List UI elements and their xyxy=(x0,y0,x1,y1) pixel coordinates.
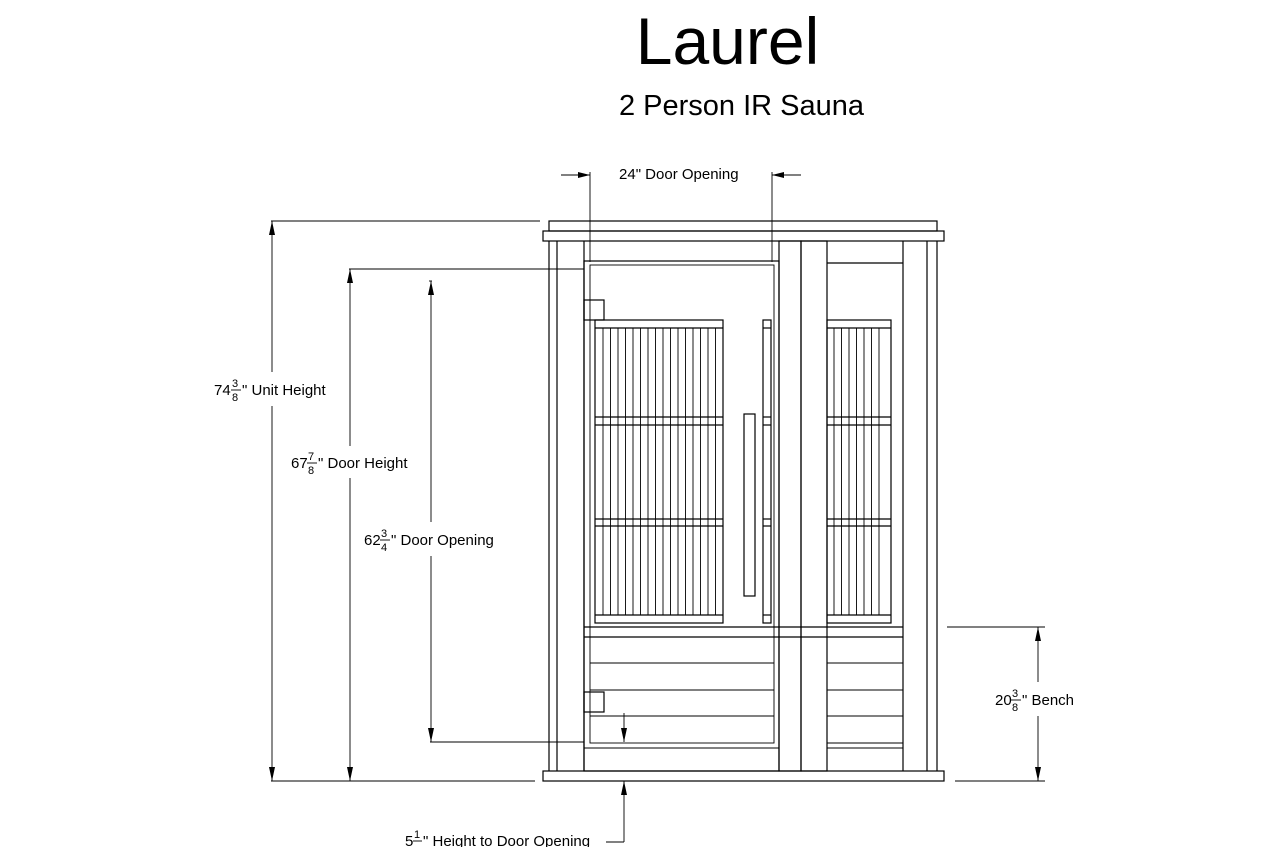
height-to-door-whole: 5 xyxy=(405,833,413,847)
unit-height-whole: 74 xyxy=(214,382,231,399)
unit-height-label: " Unit Height xyxy=(242,382,327,399)
drawing-title: Laurel xyxy=(635,4,820,78)
door-height-den: 8 xyxy=(308,465,314,477)
height-to-door-label: " Height to Door Opening xyxy=(423,833,590,847)
door-opening-whole: 62 xyxy=(364,532,381,549)
svg-text:24" Door Opening: 24" Door Opening xyxy=(619,166,739,183)
door-width-label: " Door Opening xyxy=(636,166,739,183)
roof-cap xyxy=(542,230,945,242)
unit-height-num: 3 xyxy=(232,378,238,390)
upper-hinge xyxy=(583,299,605,321)
door-opening-num: 3 xyxy=(381,528,387,540)
door-handle xyxy=(743,413,756,597)
center-post xyxy=(778,240,802,772)
sauna-unit xyxy=(542,220,945,782)
door xyxy=(583,260,780,772)
height-to-door-num: 1 xyxy=(414,829,420,841)
door-opening-label: " Door Opening xyxy=(391,532,494,549)
svg-text:74: 74 xyxy=(214,382,231,399)
dim-unit-height: 74 3 8 " Unit Height xyxy=(214,220,540,782)
dim-door-height: 67 7 8 " Door Height xyxy=(291,268,584,781)
door-height-label: " Door Height xyxy=(318,455,408,472)
dim-bench-height: 20 3 8 " Bench xyxy=(947,626,1074,782)
side-window xyxy=(826,262,903,624)
door-height-num: 7 xyxy=(308,451,314,463)
lower-hinge xyxy=(583,691,605,713)
door-width-value: 24 xyxy=(619,166,636,183)
side-heater-strip xyxy=(762,319,772,624)
base-plinth xyxy=(542,770,945,782)
dim-height-to-door: 5 1 " Height to Door Opening xyxy=(405,713,627,847)
bench-label: " Bench xyxy=(1022,692,1074,709)
roof-cap-top xyxy=(548,220,938,232)
door-height-whole: 67 xyxy=(291,455,308,472)
bench-den: 8 xyxy=(1012,702,1018,714)
dim-door-opening-height: 62 3 4 " Door Opening xyxy=(364,280,584,743)
door-glass-slats xyxy=(594,319,724,624)
center-post-trim xyxy=(800,240,828,772)
bench-num: 3 xyxy=(1012,688,1018,700)
door-opening-den: 4 xyxy=(381,542,387,554)
bench xyxy=(584,626,903,749)
drawing-subtitle: 2 Person IR Sauna xyxy=(618,90,865,122)
unit-height-den: 8 xyxy=(232,392,238,404)
dim-door-width: 24" Door Opening xyxy=(561,166,801,262)
bench-whole: 20 xyxy=(995,692,1012,709)
